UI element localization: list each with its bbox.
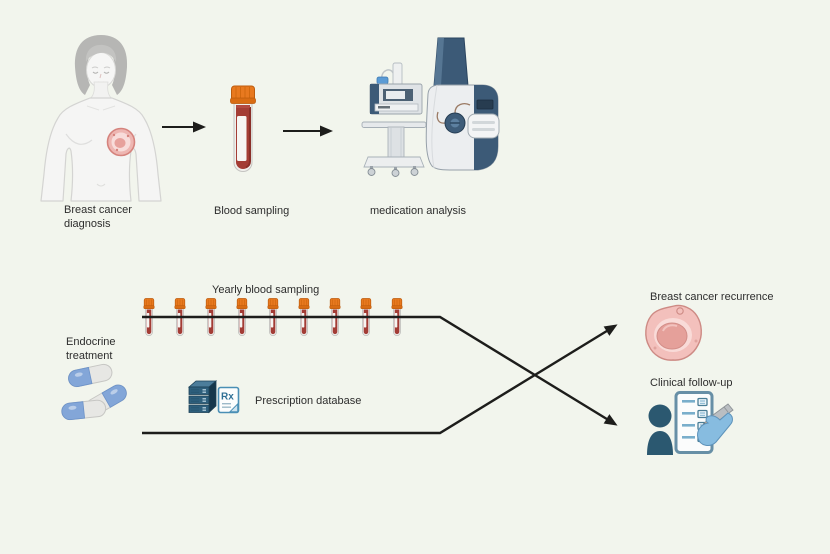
small-blood-tube-icon (267, 298, 279, 337)
small-blood-tube-icon (174, 298, 186, 337)
small-blood-tube-icon (360, 298, 372, 337)
clinician-silhouette-icon (647, 404, 673, 455)
small-blood-tube-icon (391, 298, 403, 337)
ms-main-unit-icon (425, 37, 500, 171)
tumor-marker-icon (106, 127, 136, 157)
medication-analysis-label: medication analysis (370, 205, 466, 217)
tumor-cell-icon (645, 304, 702, 361)
rx-symbol: Rx (221, 392, 234, 403)
capsule-pills-icon (61, 363, 127, 421)
clinical-followup-label: Clinical follow-up (650, 377, 733, 389)
patient-checklist-icon (647, 391, 734, 455)
small-blood-tube-icon (143, 298, 155, 337)
small-blood-tube-icon (236, 298, 248, 337)
mass-spectrometer-icon (361, 37, 500, 177)
blood-tube-icon (230, 85, 256, 172)
small-blood-tube-icon (329, 298, 341, 337)
hand-with-pen-icon (697, 403, 734, 446)
diagnosis-label: Breast cancer diagnosis (64, 204, 135, 230)
prescription-database-label: Prescription database (255, 395, 362, 407)
autosampler-cart-icon (361, 62, 427, 177)
small-blood-tube-icon (298, 298, 310, 337)
woman-torso-tumor-icon (40, 35, 162, 202)
small-blood-tube-icon (205, 298, 217, 337)
blood-sampling-label: Blood sampling (214, 205, 290, 217)
endocrine-treatment-label: Endocrine treatment (66, 336, 119, 362)
yearly-blood-sampling-label: Yearly blood sampling (212, 284, 320, 296)
rx-document-icon: Rx (217, 386, 240, 414)
server-database-icon (187, 380, 218, 414)
yearly-tube-row (143, 298, 403, 337)
recurrence-label: Breast cancer recurrence (650, 291, 774, 303)
